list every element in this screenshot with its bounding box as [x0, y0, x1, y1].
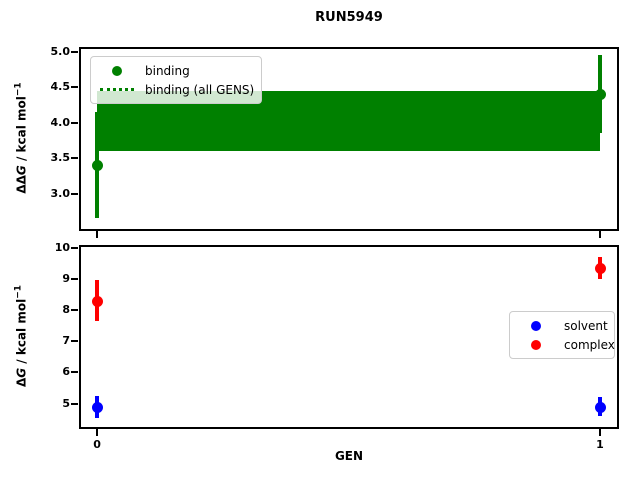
legend-item-solvent: solvent: [510, 316, 614, 335]
y-tick-label: 3.0: [50, 186, 71, 200]
binding-data-point: [92, 160, 104, 172]
x-tick-mark: [96, 231, 99, 238]
y-tick-label: 4.5: [50, 80, 71, 94]
binding-dot-icon: [112, 65, 122, 76]
legend-item-binding: binding: [91, 61, 261, 80]
dotted-line-icon: [100, 88, 134, 91]
complex-data-point: [92, 295, 104, 307]
y-tick-label: 4.0: [50, 115, 71, 129]
binding-data-point: [594, 89, 606, 101]
solvent-data-point: [92, 401, 104, 413]
y-tick-label: 9: [62, 271, 70, 285]
top-legend: binding binding (all GENS): [90, 56, 262, 104]
y-tick-mark: [71, 246, 78, 249]
y-tick-mark: [71, 50, 78, 53]
binding-all-gens-marker-box: [99, 88, 135, 91]
x-tick-label: 0: [93, 438, 101, 451]
y-tick-mark: [71, 402, 78, 405]
y-tick-label: 8: [62, 302, 70, 316]
y-tick-mark: [71, 340, 78, 343]
binding-marker-box: [99, 65, 135, 76]
y-tick-label: 5: [62, 396, 70, 410]
y-tick-mark: [71, 157, 78, 160]
bottom-legend: solvent complex: [509, 311, 615, 359]
y-tick-label: 7: [62, 334, 70, 348]
ylabel-delta-part: ΔΔ: [14, 175, 29, 194]
ylabel-exponent: −1: [13, 82, 24, 97]
legend-item-binding-all-gens: binding (all GENS): [91, 80, 261, 99]
y-tick-mark: [71, 371, 78, 374]
x-tick-mark: [598, 429, 601, 436]
y-tick-mark: [71, 308, 78, 311]
ylabel-delta-part: Δ: [14, 377, 29, 388]
x-tick-mark: [96, 429, 99, 436]
solvent-data-point: [594, 401, 606, 413]
top-y-axis-label: ΔΔG / kcal mol−1: [14, 82, 29, 193]
ylabel-g-part: G: [14, 367, 29, 378]
y-tick-label: 6: [62, 365, 70, 379]
bottom-y-axis-label: ΔG / kcal mol−1: [14, 285, 29, 387]
legend-label-complex: complex: [564, 337, 615, 352]
legend-item-complex: complex: [510, 335, 615, 354]
ylabel-g-part: G: [14, 165, 29, 176]
complex-marker-box: [518, 339, 554, 350]
y-tick-label: 10: [54, 240, 70, 254]
y-tick-label: 3.5: [50, 151, 71, 165]
y-tick-mark: [71, 86, 78, 89]
ylabel-unit-part: / kcal mol: [14, 298, 29, 368]
solvent-marker-box: [518, 320, 554, 331]
ylabel-unit-part: / kcal mol: [14, 96, 29, 166]
legend-label-solvent: solvent: [564, 318, 608, 333]
y-tick-mark: [71, 192, 78, 195]
ylabel-exponent: −1: [13, 284, 24, 299]
chart-title: RUN5949: [315, 10, 383, 25]
x-tick-mark: [598, 231, 601, 238]
x-axis-label: GEN: [334, 449, 364, 463]
complex-data-point: [594, 262, 606, 274]
legend-label-binding: binding: [145, 63, 190, 78]
x-tick-label: 1: [596, 438, 604, 451]
y-tick-label: 5.0: [50, 44, 71, 58]
legend-label-binding-all-gens: binding (all GENS): [145, 82, 255, 97]
complex-dot-icon: [531, 339, 541, 350]
solvent-dot-icon: [531, 320, 541, 331]
y-tick-mark: [71, 121, 78, 124]
y-tick-mark: [71, 277, 78, 280]
